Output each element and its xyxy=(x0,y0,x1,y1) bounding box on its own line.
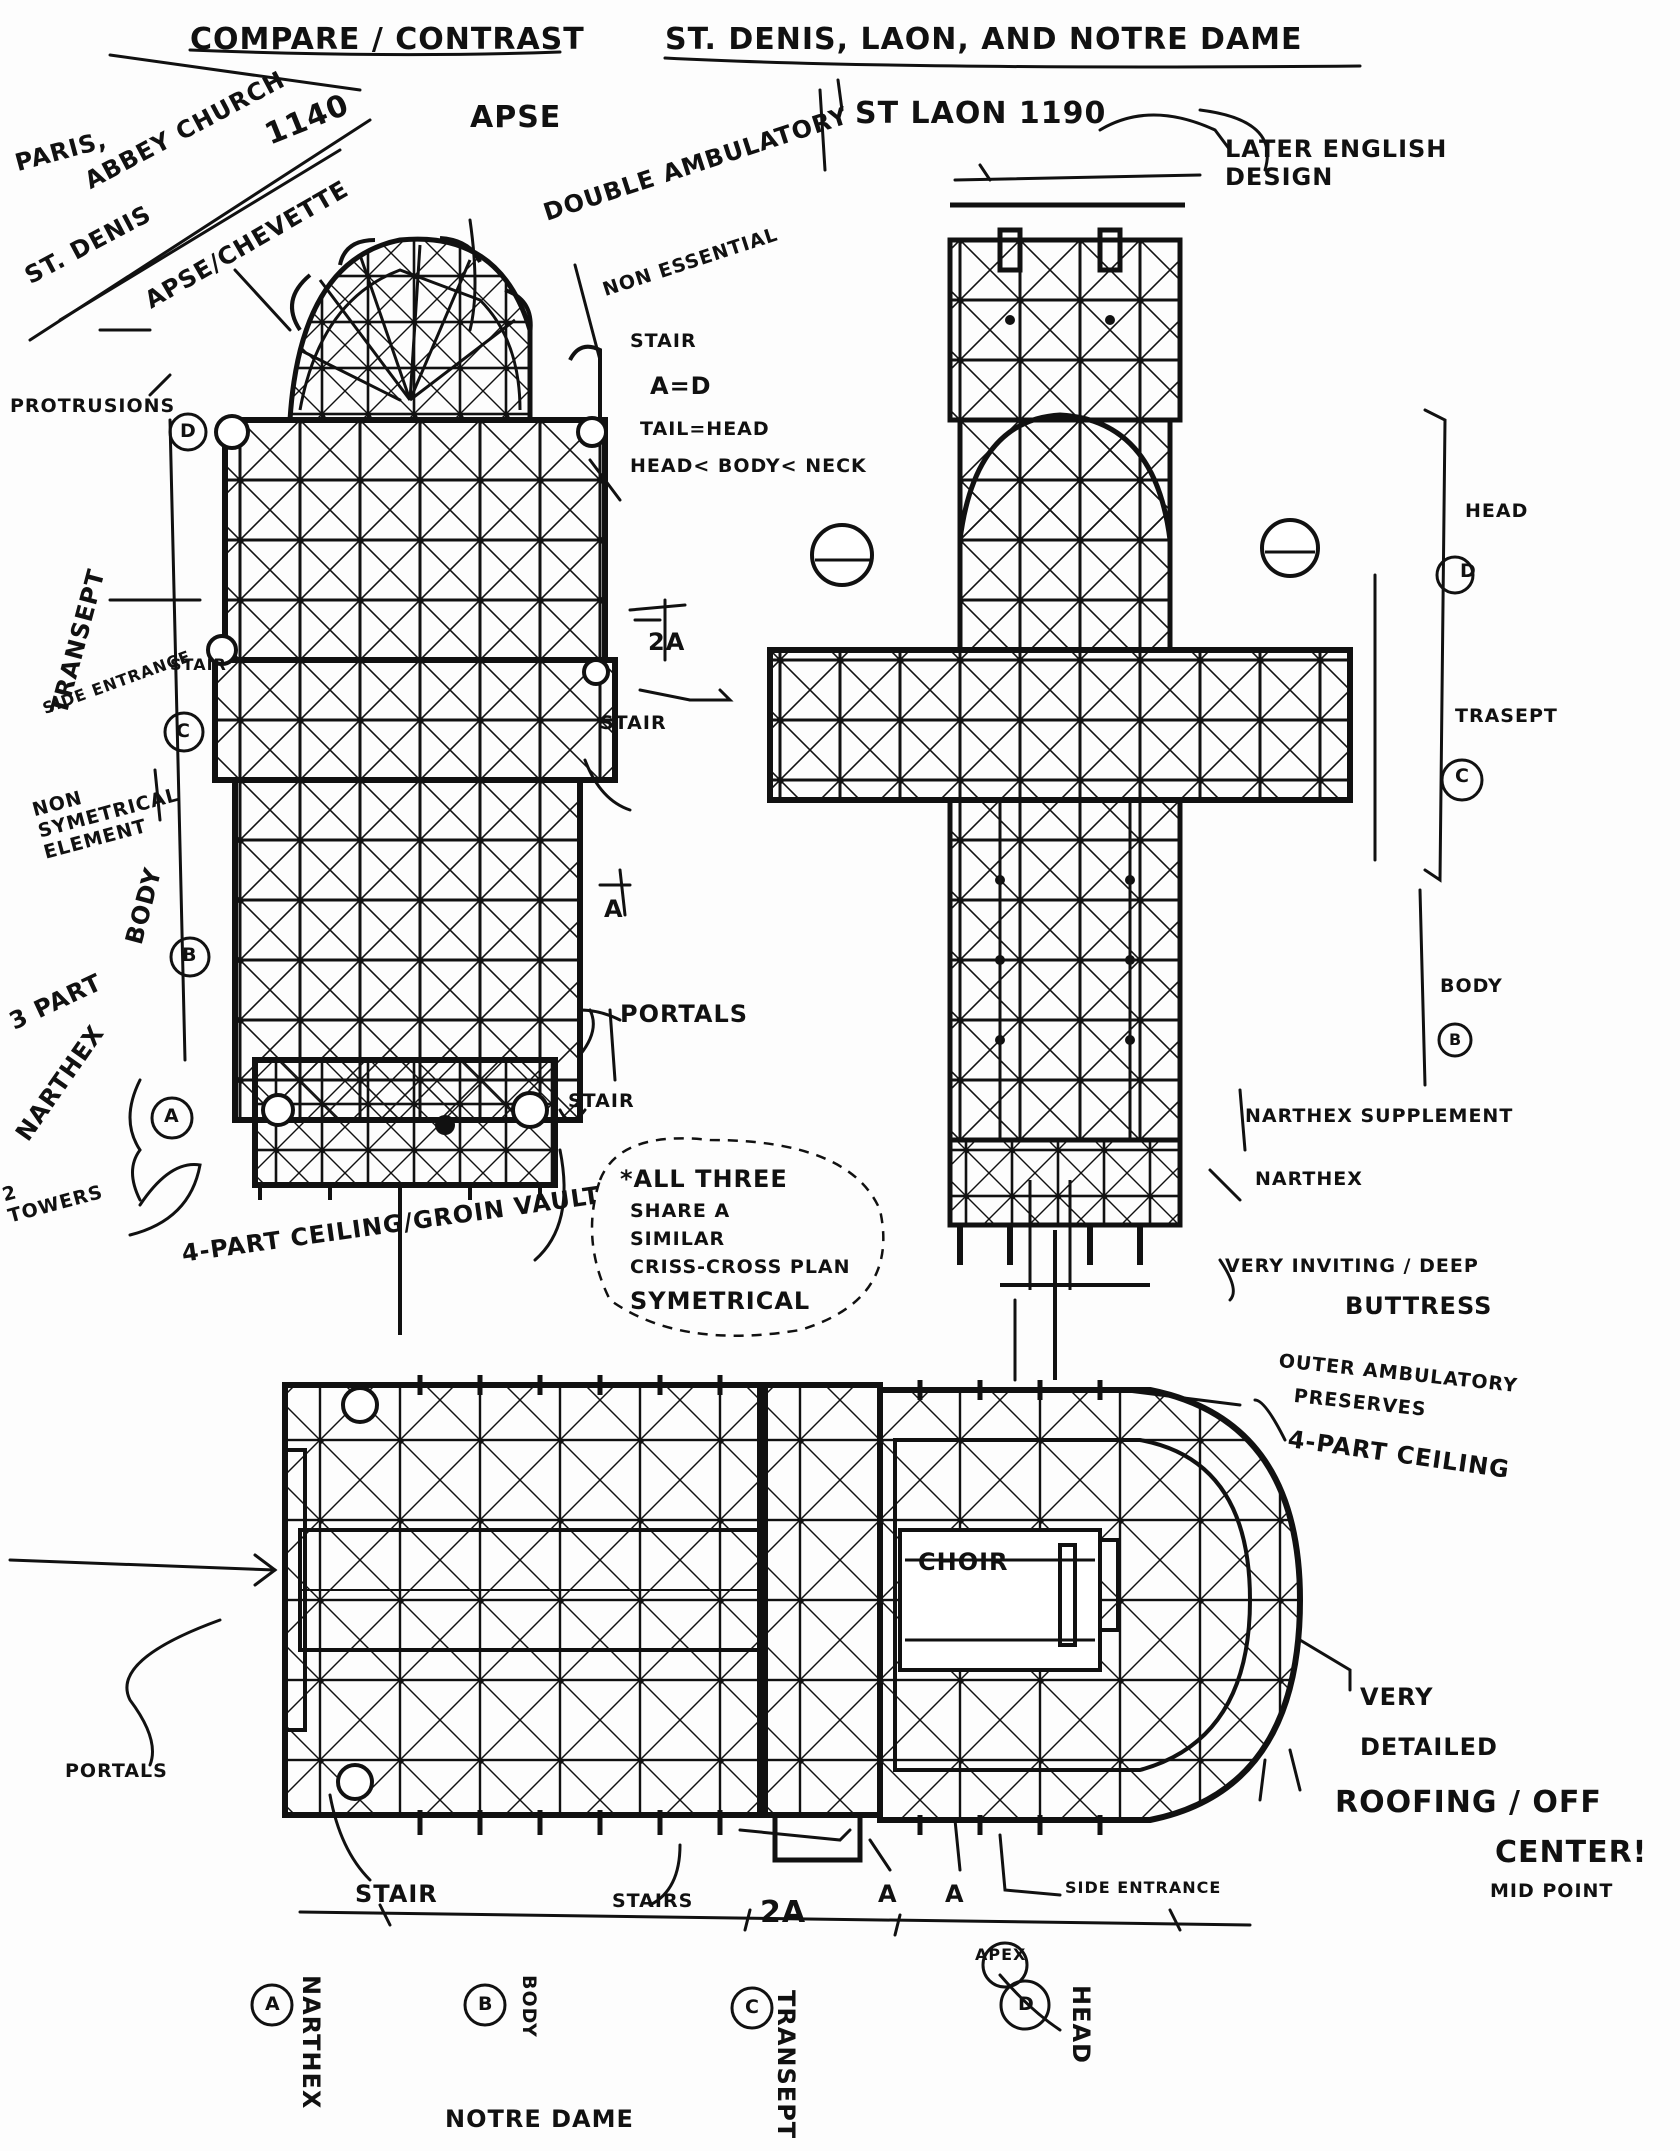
laon-title: ST LAON 1190 xyxy=(855,96,1107,131)
laon-later-english: LATER ENGLISH DESIGN xyxy=(1225,135,1448,191)
nd-dim-a1: A xyxy=(878,1880,898,1908)
note-line5: SYMETRICAL xyxy=(630,1287,811,1315)
nd-dim-2a: 2A xyxy=(760,1895,807,1930)
nd-mark-b: B xyxy=(478,1993,494,2015)
nd-portals: PORTALS xyxy=(65,1760,168,1782)
notre-dame-plan xyxy=(282,1375,1304,1863)
notre-dame-leaders xyxy=(8,1298,1352,2032)
nd-detailed: DETAILED xyxy=(1360,1733,1498,1761)
denis-stair-mid: STAIR xyxy=(600,712,667,734)
denis-mark-b: B xyxy=(182,944,198,966)
nd-mark-c: C xyxy=(745,1996,760,2018)
laon-leaders xyxy=(688,108,1447,1302)
laon-head: HEAD xyxy=(1465,500,1529,522)
denis-mark-c: C xyxy=(176,720,191,742)
denis-a-eq-d: A=D xyxy=(650,372,712,400)
denis-head-body-neck: HEAD< BODY< NECK xyxy=(630,455,867,477)
nd-narthex: NARTHEX xyxy=(297,1975,325,2110)
denis-dim-2a: 2A xyxy=(648,628,686,656)
laon-very-inviting: VERY INVITING / DEEP xyxy=(1225,1255,1479,1277)
laon-mark-b: B xyxy=(1449,1030,1463,1049)
nd-head: HEAD xyxy=(1067,1985,1095,2064)
st-denis-plan xyxy=(206,236,618,1335)
denis-stair-side: STAIR xyxy=(170,655,227,674)
denis-mark-a: A xyxy=(164,1105,180,1127)
denis-dim-a: A xyxy=(604,895,624,923)
header-left-title: COMPARE / CONTRAST xyxy=(190,22,585,57)
note-line1: *ALL THREE xyxy=(620,1165,788,1193)
laon-plan xyxy=(767,202,1353,1380)
laon-narthex: NARTHEX xyxy=(1255,1168,1363,1190)
laon-narthex-supplement: NARTHEX SUPPLEMENT xyxy=(1245,1105,1514,1127)
nd-mark-a: A xyxy=(265,1993,281,2015)
note-line3: SIMILAR xyxy=(630,1228,726,1250)
denis-protrusions: PROTRUSIONS xyxy=(10,395,176,417)
nd-roofing: ROOFING / OFF xyxy=(1335,1785,1602,1820)
header-right-title: ST. DENIS, LAON, AND NOTRE DAME xyxy=(665,22,1303,57)
denis-mark-d: D xyxy=(180,420,197,442)
laon-body: BODY xyxy=(1440,975,1503,997)
nd-choir: CHOIR xyxy=(918,1548,1009,1576)
st-denis-leaders xyxy=(98,218,692,1262)
denis-apse-top: APSE xyxy=(470,100,562,135)
note-line2: SHARE A xyxy=(630,1200,731,1222)
denis-tail-head: TAIL=HEAD xyxy=(640,418,770,440)
note-line4: CRISS-CROSS PLAN xyxy=(630,1256,851,1278)
nd-title: NOTRE DAME xyxy=(445,2105,634,2133)
note-bubble xyxy=(590,1137,885,1337)
header-rules xyxy=(28,48,1362,342)
nd-transept: TRANSEPT xyxy=(772,1990,800,2140)
nd-stair: STAIR xyxy=(355,1880,438,1908)
nd-very: VERY xyxy=(1360,1683,1434,1711)
denis-stair-top: STAIR xyxy=(630,330,697,352)
circled-markers xyxy=(150,412,1484,2031)
nd-stairs: STAIRS xyxy=(612,1890,694,1912)
nd-dim-a2: A xyxy=(945,1880,965,1908)
laon-mark-d: D xyxy=(1460,560,1477,582)
nd-mark-d: D xyxy=(1018,1993,1035,2015)
denis-stair-bottom: STAIR xyxy=(568,1090,635,1112)
laon-mark-c: C xyxy=(1455,765,1470,787)
nd-center: CENTER! xyxy=(1495,1835,1648,1870)
laon-transept: TRASEPT xyxy=(1455,705,1558,727)
nd-apex: APEX xyxy=(975,1945,1027,1964)
laon-buttress: BUTTRESS xyxy=(1345,1292,1493,1320)
nd-body: BODY xyxy=(518,1975,540,2038)
denis-portals: PORTALS xyxy=(620,1000,749,1028)
nd-side-entrance: SIDE ENTRANCE xyxy=(1065,1878,1222,1897)
nd-mid-point: MID POINT xyxy=(1490,1880,1614,1902)
